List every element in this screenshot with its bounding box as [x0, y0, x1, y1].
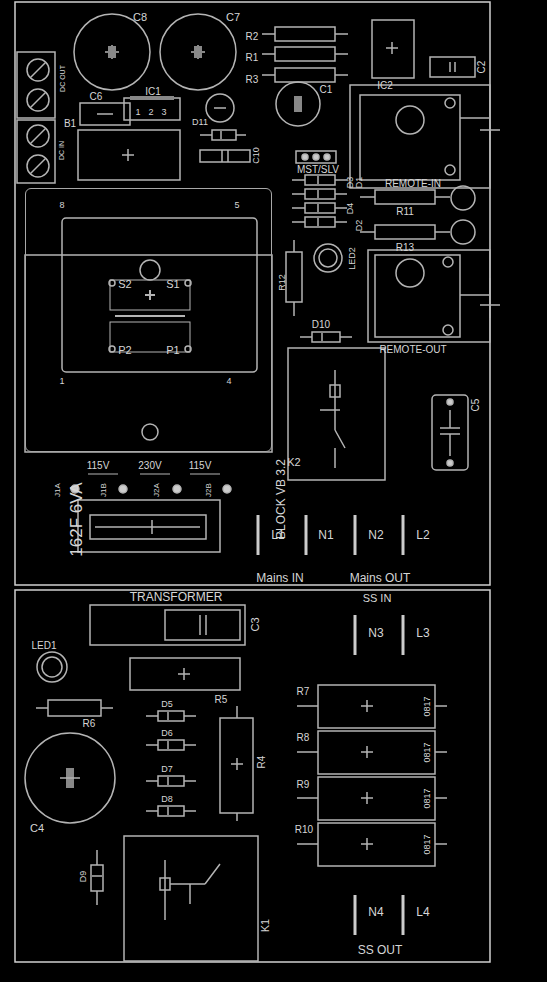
silkscreen-label: 3 — [161, 108, 166, 117]
silkscreen-label: C7 — [226, 12, 240, 23]
silkscreen-label: R8 — [297, 733, 310, 743]
silkscreen-label: 0817 — [423, 742, 432, 762]
silkscreen-label: IC2 — [377, 81, 393, 91]
silkscreen-label: S2 — [118, 279, 131, 290]
silkscreen-label: N2 — [368, 529, 383, 541]
silkscreen-label: R7 — [297, 687, 310, 697]
silkscreen-label: L3 — [416, 627, 429, 639]
silkscreen-label: DC OUT — [59, 65, 66, 92]
silkscreen-label: C2 — [477, 61, 487, 74]
silkscreen-label: L1 — [271, 529, 284, 541]
silkscreen-label: J2A — [153, 483, 161, 497]
silkscreen-label: B1 — [64, 119, 76, 129]
silkscreen-label: D6 — [161, 729, 173, 738]
silkscreen-label: R4 — [257, 756, 267, 769]
silkscreen-label: 0817 — [423, 788, 432, 808]
silkscreen-label: 1 — [59, 377, 64, 386]
silkscreen-label: 115V — [189, 461, 212, 471]
silkscreen-label: R3 — [246, 75, 259, 85]
silkscreen-label: D4 — [346, 202, 355, 214]
silkscreen-label: IC1 — [145, 87, 161, 97]
silkscreen-label: 230V — [138, 461, 161, 471]
silkscreen-label: D8 — [161, 795, 173, 804]
silkscreen-label: MST/SLV — [297, 165, 339, 175]
silkscreen-label: D5 — [161, 700, 173, 709]
silkscreen-label: L4 — [416, 906, 429, 918]
silkscreen-label: C6 — [90, 92, 103, 102]
silkscreen-label: D10 — [312, 320, 330, 330]
silkscreen-label: REMOTE-IN — [385, 179, 441, 189]
silkscreen-label: D9 — [79, 870, 88, 882]
silkscreen-label: 2 — [148, 108, 153, 117]
silkscreen-label: D11 — [192, 118, 208, 127]
transformer-text: BLOCK VB 3.2 — [275, 459, 287, 539]
silkscreen-label: R6 — [83, 719, 96, 729]
silkscreen-label: C8 — [133, 12, 147, 23]
silkscreen-label: LED2 — [347, 247, 356, 270]
silkscreen-label: SS IN — [363, 593, 392, 604]
silkscreen-label: L2 — [416, 529, 429, 541]
silkscreen-label: J2B — [205, 483, 213, 497]
silkscreen-label: 5 — [234, 201, 239, 210]
silkscreen-label: R5 — [215, 695, 228, 705]
transformer-text: TRANSFORMER — [130, 591, 223, 603]
silkscreen-label: J1A — [54, 483, 62, 497]
silkscreen-label: 4 — [226, 377, 231, 386]
silkscreen-label: N1 — [318, 529, 333, 541]
silkscreen-label: 115V — [87, 461, 110, 471]
silkscreen-label: R12 — [277, 274, 286, 291]
silkscreen-label: 1 — [135, 108, 140, 117]
silkscreen-label: C4 — [30, 823, 44, 834]
silkscreen-label: N3 — [368, 627, 383, 639]
silkscreen-label: R10 — [295, 825, 313, 835]
silkscreen-label: D1 — [355, 176, 364, 188]
silkscreen-label: K1 — [261, 918, 272, 931]
silkscreen-label: P2 — [118, 345, 131, 356]
silkscreen-label: C10 — [251, 147, 260, 164]
silkscreen-label: N4 — [368, 906, 383, 918]
silkscreen-label: 8 — [59, 201, 64, 210]
silkscreen-label: 0817 — [423, 834, 432, 854]
transformer-outline: 162F 6VABLOCK VB 3.2TRANSFORMER — [25, 188, 272, 452]
silkscreen-label: Mains IN — [256, 572, 303, 584]
silkscreen-label: R9 — [297, 780, 310, 790]
silkscreen-label: K2 — [287, 457, 300, 468]
silkscreen-label: R2 — [246, 32, 259, 42]
silkscreen-label: P1 — [166, 345, 179, 356]
silkscreen-label: DC IN — [59, 140, 66, 159]
silkscreen-label: LED1 — [31, 641, 56, 651]
silkscreen-label: R11 — [396, 207, 414, 217]
silkscreen-label: R13 — [396, 243, 414, 253]
silkscreen-label: Mains OUT — [350, 572, 411, 584]
silkscreen-label: 0817 — [423, 696, 432, 716]
silkscreen-label: D3 — [346, 176, 355, 188]
silkscreen-label: REMOTE-OUT — [379, 345, 446, 355]
silkscreen-label: C1 — [320, 85, 333, 95]
transformer-text: 162F 6VA — [68, 482, 85, 556]
silkscreen-label: R1 — [246, 53, 259, 63]
silkscreen-label: C3 — [250, 617, 261, 631]
silkscreen-label: SS OUT — [358, 944, 403, 956]
silkscreen-label: S1 — [166, 279, 179, 290]
silkscreen-label: D2 — [355, 219, 364, 231]
silkscreen-label: D7 — [161, 765, 173, 774]
silkscreen-label: C5 — [471, 399, 481, 412]
silkscreen-label: J1B — [100, 483, 108, 497]
